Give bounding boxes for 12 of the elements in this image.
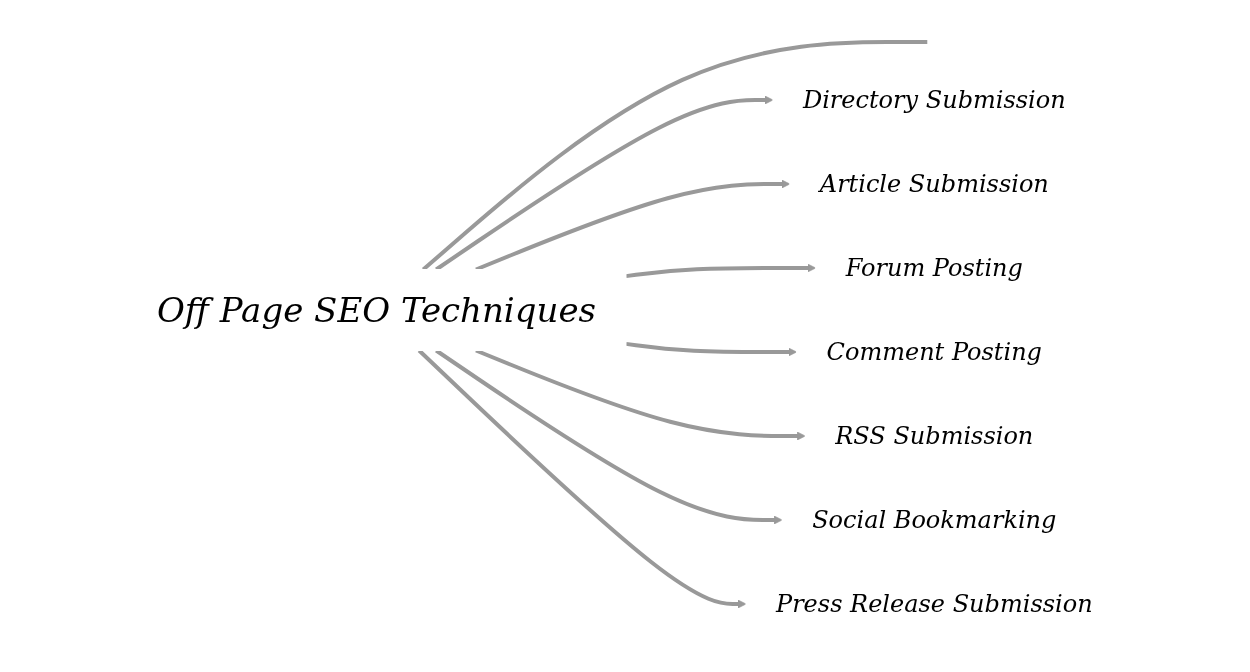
arrow [417,349,747,609]
connector [422,40,928,271]
node-text: Article Submission [820,170,1049,198]
node-text: Forum Posting [845,254,1024,282]
arrow [625,263,817,279]
node-text: Off Page SEO Techniques [157,289,597,330]
node-text: Social Bookmarking [812,506,1057,534]
node-text: RSS Submission [835,422,1034,450]
arrow [625,341,798,357]
node-text: Comment Posting [826,338,1043,366]
node-text: Press Release Submission [776,590,1093,618]
node-text: Directory Submission [803,86,1066,114]
